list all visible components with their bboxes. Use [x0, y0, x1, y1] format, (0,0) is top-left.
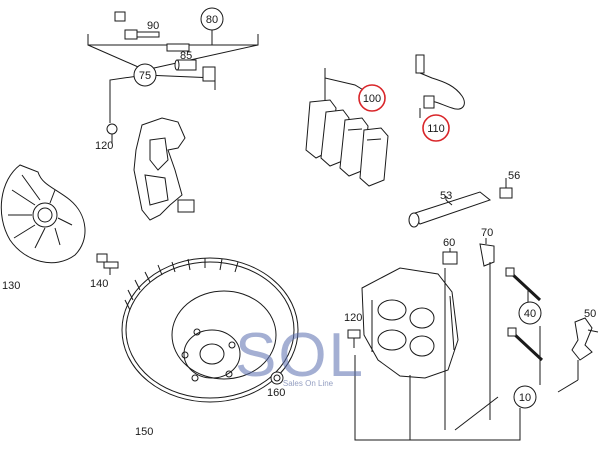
brake-caliper [361, 267, 459, 379]
callout-110: 110 [427, 123, 445, 135]
wear-sensor-110 [415, 54, 465, 118]
callout-150: 150 [135, 426, 153, 438]
callout-80: 80 [206, 14, 218, 26]
bolt-kit-bracket-lines [87, 19, 259, 123]
bleeder-cap-70 [479, 238, 495, 267]
caliper-carrier-bracket [106, 117, 195, 221]
spring-clip-50 [571, 317, 599, 361]
kit-10-bracket-lines [354, 262, 579, 441]
callout-140: 140 [90, 278, 108, 290]
callout-120-upper: 120 [95, 140, 113, 152]
dust-shield-130 [0, 164, 86, 264]
callout-50: 50 [584, 308, 596, 320]
callout-100-circle [358, 84, 386, 112]
watermark-logo-text: SOL [235, 321, 365, 390]
bolt-part-120-lower [347, 329, 361, 348]
callout-10: 10 [519, 392, 531, 404]
brake-pad-set-100 [305, 68, 389, 187]
brake-disc-150 [121, 257, 299, 403]
sleeve-part-85 [166, 43, 216, 82]
callout-10-circle [513, 385, 537, 409]
callout-40: 40 [524, 308, 536, 320]
bolt-part-90 [114, 11, 160, 40]
callout-120-lower: 120 [344, 312, 362, 324]
callout-75-circle [133, 63, 157, 87]
watermark-tagline: Sales On Line [283, 379, 334, 388]
callout-160: 160 [267, 387, 285, 399]
callout-60: 60 [443, 237, 455, 249]
sol-watermark-logo: SOL Sales On Line [235, 321, 365, 390]
callout-56: 56 [508, 170, 520, 182]
callout-80-circle [200, 7, 224, 31]
callout-130: 130 [2, 280, 20, 292]
guide-pins-40 [505, 267, 544, 362]
callout-90: 90 [147, 20, 159, 32]
bolt-part-56 [499, 178, 513, 199]
callout-110-circle [422, 114, 450, 142]
bolt-part-140 [96, 253, 119, 275]
bleeder-screw-60 [442, 248, 458, 265]
callout-75: 75 [139, 70, 151, 82]
ring-part-160 [270, 371, 284, 385]
callout-40-circle [518, 301, 542, 325]
callout-100: 100 [363, 93, 381, 105]
callout-85: 85 [180, 50, 192, 62]
callout-70: 70 [481, 227, 493, 239]
guide-pin-53 [408, 191, 492, 228]
callout-53: 53 [440, 190, 452, 202]
